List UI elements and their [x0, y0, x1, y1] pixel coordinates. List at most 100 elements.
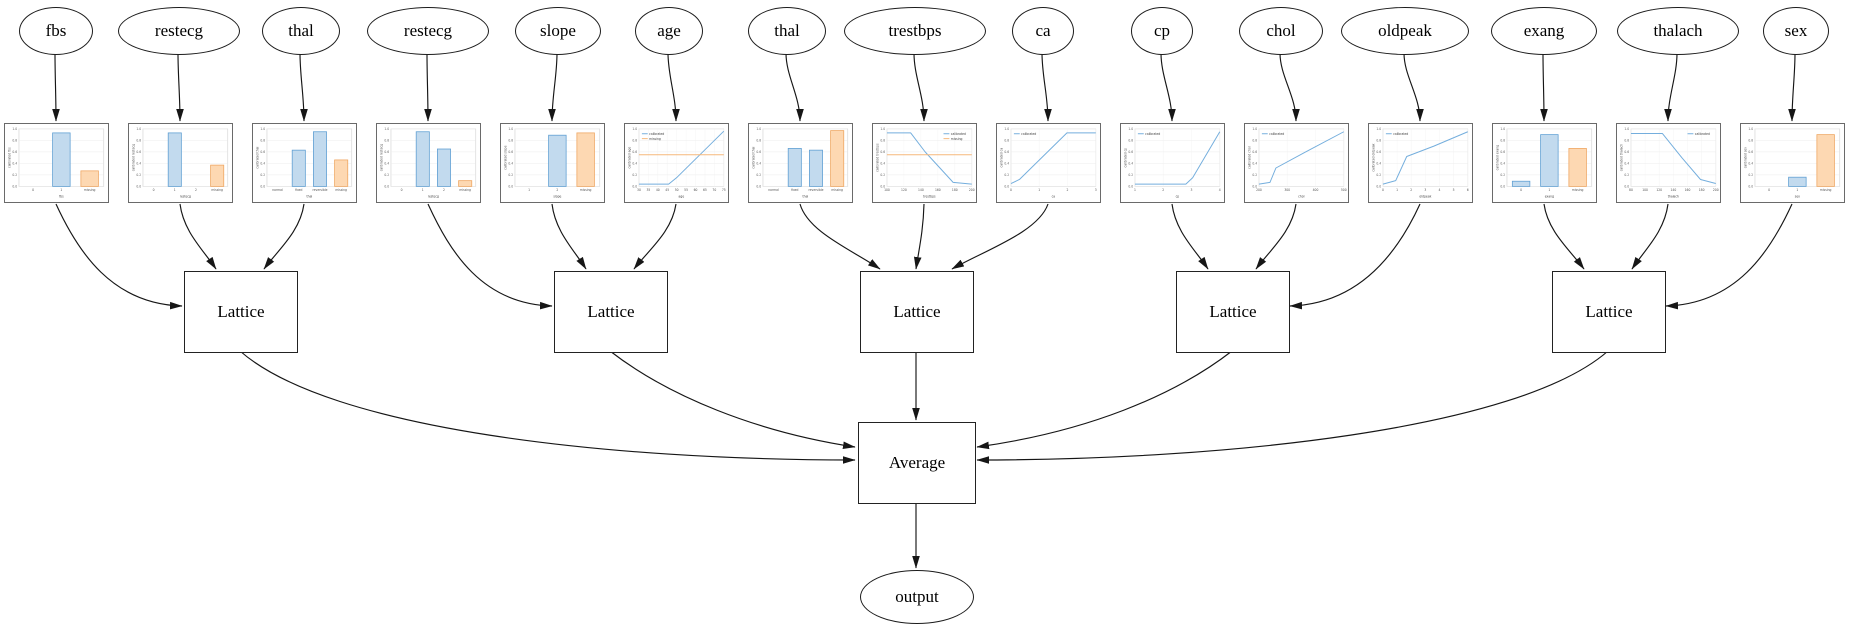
feature-label: cp	[1153, 21, 1171, 40]
svg-text:0: 0	[1768, 188, 1770, 192]
svg-text:1: 1	[1038, 188, 1040, 192]
lattice-node-4: Lattice	[1176, 271, 1290, 353]
svg-text:0.4: 0.4	[880, 161, 885, 165]
svg-text:0.2: 0.2	[1376, 173, 1381, 177]
svg-text:3: 3	[1424, 188, 1426, 192]
svg-text:calibrated restecg: calibrated restecg	[132, 144, 136, 171]
svg-text:0.6: 0.6	[508, 150, 513, 154]
svg-text:0.8: 0.8	[384, 138, 389, 142]
feature-node-cp: cp	[1131, 7, 1193, 55]
svg-text:0.4: 0.4	[508, 161, 513, 165]
svg-text:4: 4	[1439, 188, 1441, 192]
svg-text:1.0: 1.0	[508, 127, 513, 131]
svg-text:120: 120	[1656, 188, 1662, 192]
svg-text:180: 180	[952, 188, 958, 192]
feature-node-ca: ca	[1012, 7, 1074, 55]
svg-text:70: 70	[712, 188, 716, 192]
feature-node-fbs: fbs	[19, 7, 93, 55]
svg-text:0.0: 0.0	[1376, 184, 1381, 188]
svg-text:0.8: 0.8	[1500, 138, 1505, 142]
svg-text:thal: thal	[802, 195, 808, 199]
svg-text:calibrated: calibrated	[649, 132, 664, 136]
svg-text:1.0: 1.0	[1376, 127, 1381, 131]
svg-text:calibrated thal: calibrated thal	[752, 147, 756, 169]
svg-text:0.2: 0.2	[136, 173, 141, 177]
svg-text:0.0: 0.0	[632, 184, 637, 188]
feature-node-exang: exang	[1491, 7, 1597, 55]
svg-text:6: 6	[1467, 188, 1469, 192]
feature-label: thal	[774, 21, 800, 40]
svg-text:0.6: 0.6	[1748, 150, 1753, 154]
feature-node-thal: thal	[262, 7, 340, 55]
svg-text:1.0: 1.0	[1624, 127, 1629, 131]
svg-text:chol: chol	[1298, 195, 1304, 199]
lattice-node-1: Lattice	[184, 271, 298, 353]
svg-text:0.4: 0.4	[136, 161, 141, 165]
svg-text:calibrated slope: calibrated slope	[504, 145, 508, 169]
svg-text:0.2: 0.2	[508, 173, 513, 177]
lattice-label: Lattice	[587, 302, 635, 321]
svg-text:0: 0	[401, 188, 403, 192]
svg-text:0.2: 0.2	[1500, 173, 1505, 177]
svg-text:1.0: 1.0	[1748, 127, 1753, 131]
svg-text:oldpeak: oldpeak	[1419, 195, 1431, 199]
svg-text:0.8: 0.8	[260, 138, 265, 142]
svg-text:0.2: 0.2	[384, 173, 389, 177]
svg-text:0.4: 0.4	[1624, 161, 1629, 165]
svg-text:exang: exang	[1545, 195, 1554, 199]
feature-node-thal2: thal	[748, 7, 826, 55]
svg-text:0.6: 0.6	[880, 150, 885, 154]
feature-label: restecg	[154, 21, 204, 40]
svg-text:0.6: 0.6	[384, 150, 389, 154]
svg-text:missing: missing	[459, 188, 471, 192]
svg-text:160: 160	[935, 188, 941, 192]
svg-text:sex: sex	[1795, 195, 1800, 199]
svg-text:slope: slope	[553, 195, 561, 199]
svg-text:200: 200	[969, 188, 975, 192]
svg-text:0.4: 0.4	[756, 161, 761, 165]
svg-text:140: 140	[918, 188, 924, 192]
svg-text:45: 45	[665, 188, 669, 192]
svg-text:1.0: 1.0	[1500, 127, 1505, 131]
svg-text:missing: missing	[335, 188, 347, 192]
svg-text:140: 140	[1670, 188, 1676, 192]
svg-text:calibrated chol: calibrated chol	[1248, 146, 1252, 169]
svg-text:0.4: 0.4	[1252, 161, 1257, 165]
svg-text:missing: missing	[580, 188, 592, 192]
svg-text:restecg: restecg	[428, 195, 439, 199]
svg-text:0.8: 0.8	[632, 138, 637, 142]
svg-text:2: 2	[443, 188, 445, 192]
svg-text:1.0: 1.0	[260, 127, 265, 131]
svg-text:0.8: 0.8	[880, 138, 885, 142]
lattice-node-5: Lattice	[1552, 271, 1666, 353]
svg-text:reversible: reversible	[313, 188, 328, 192]
svg-text:1: 1	[422, 188, 424, 192]
svg-text:200: 200	[1713, 188, 1719, 192]
svg-text:0: 0	[153, 188, 155, 192]
svg-text:missing: missing	[951, 137, 963, 141]
svg-text:5: 5	[1453, 188, 1455, 192]
svg-text:0.6: 0.6	[136, 150, 141, 154]
feature-label: fbs	[45, 21, 67, 40]
svg-text:0.4: 0.4	[1500, 161, 1505, 165]
svg-text:calibrated thal: calibrated thal	[256, 147, 260, 169]
svg-text:0.6: 0.6	[1624, 150, 1629, 154]
svg-text:0.8: 0.8	[1748, 138, 1753, 142]
svg-text:calibrated: calibrated	[951, 132, 966, 136]
lattice-label: Lattice	[893, 302, 941, 321]
svg-text:1.0: 1.0	[880, 127, 885, 131]
svg-text:0: 0	[1382, 188, 1384, 192]
